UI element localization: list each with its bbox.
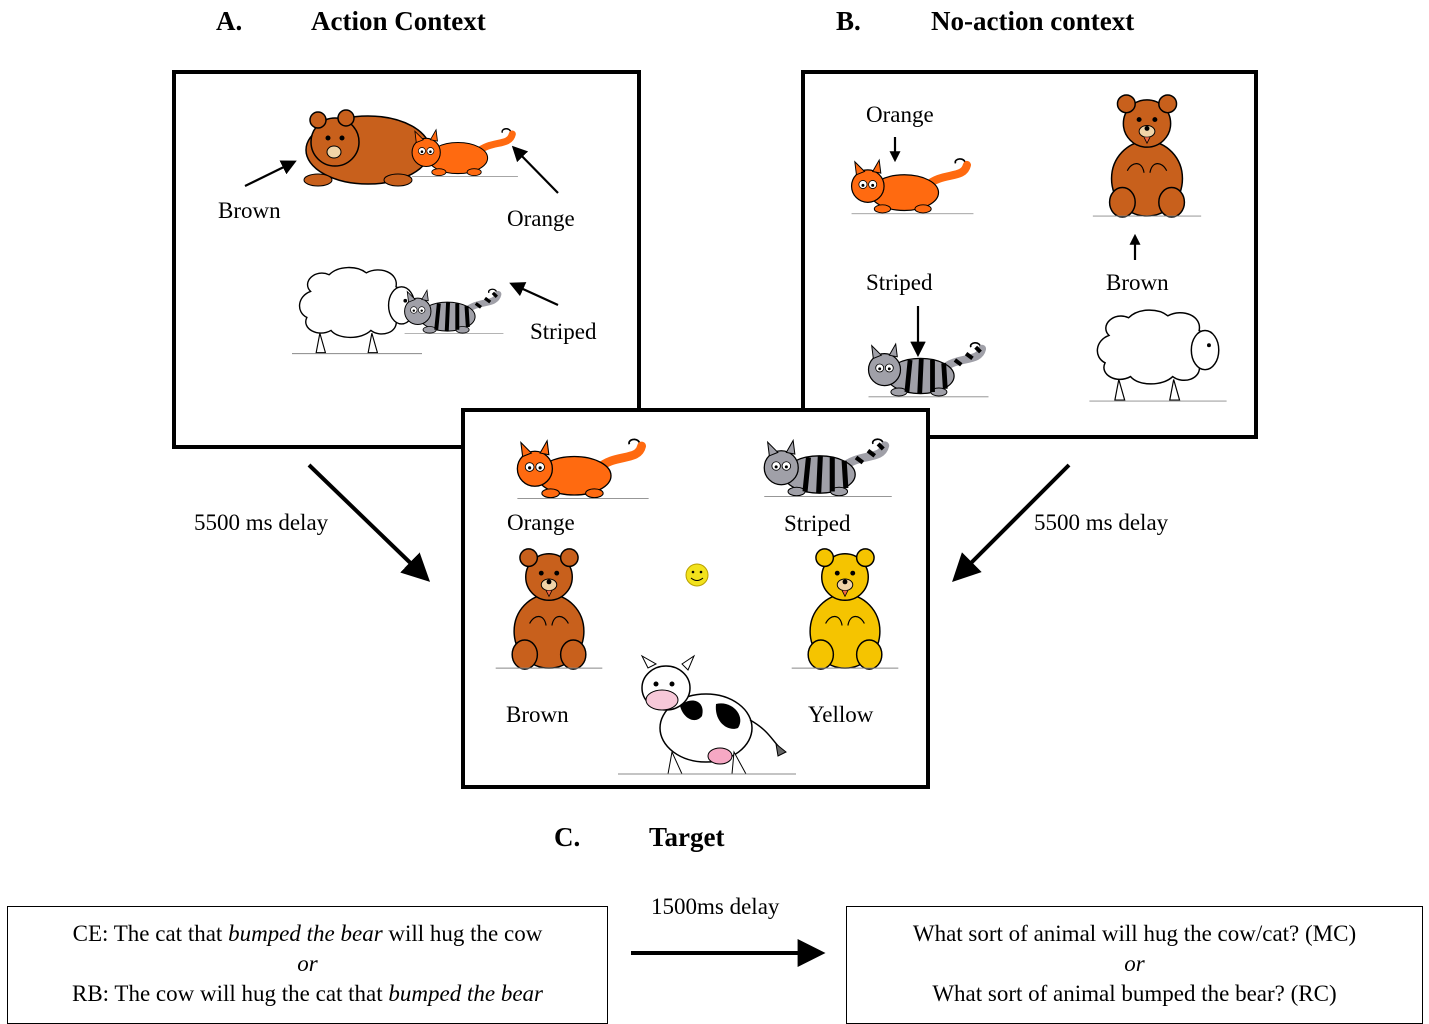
panel-b-sheep [1088,309,1228,402]
label-orange-a: Orange [507,206,575,231]
label-brown-c: Brown [506,702,569,727]
arrow-orange-a [511,145,559,194]
panel-c-letter: C. [554,822,581,852]
label-yellow-c: Yellow [808,702,874,727]
sentence-ce-italic: bumped the bear [228,921,383,946]
sentence-box: CE: The cat that bumped the bear will hu… [7,906,608,1024]
panel-c-orange-cat [517,439,648,498]
panel-c-header: C. Target [554,822,725,853]
label-orange-c: Orange [507,510,575,535]
delay-label-right: 5500 ms delay [1034,510,1169,535]
arrow-delay-right [952,463,1071,582]
question-mc: What sort of animal will hug the cow/cat… [912,921,1357,946]
panel-a-sheep-and-striped-cat [292,266,503,355]
label-striped-a: Striped [530,319,597,344]
panel-b-letter: B. [836,6,861,36]
question-or: or [847,949,1422,979]
panel-c-yellow-bear [790,547,900,671]
panel-a-bear-and-cat [303,109,518,187]
panel-c-cow [618,654,796,775]
label-brown-b: Brown [1106,270,1169,295]
delay-label-bottom: 1500ms delay [651,894,780,919]
label-striped-b: Striped [866,270,933,295]
sentence-rb-italic: bumped the bear [388,981,543,1006]
panel-a-action-context [172,70,641,449]
delay-label-left: 5500 ms delay [194,510,329,535]
sentence-ce: CE: The cat that bumped the bear will hu… [8,919,607,949]
panel-b-header: B. No-action context [836,6,1134,37]
smiley-icon [685,563,709,587]
sentence-rb-prefix: RB: The cow will hug the cat that [72,981,389,1006]
panel-b-orange-cat [852,159,974,214]
arrow-delay-left [307,463,431,582]
arrow-striped-a [509,282,559,307]
panel-c-brown-bear [494,547,604,671]
panel-a-title: Action Context [311,6,486,36]
sentence-or-text: or [297,951,318,976]
panel-a-letter: A. [216,6,243,36]
panel-b-brown-bear [1091,93,1203,219]
panel-b-striped-cat [869,343,989,397]
question-or-text: or [1124,951,1145,976]
panel-c-title: Target [649,822,725,852]
panel-b-title: No-action context [931,6,1135,36]
label-brown-a: Brown [218,198,281,223]
arrow-brown-a [244,160,297,187]
question-box: What sort of animal will hug the cow/cat… [846,906,1423,1024]
label-striped-c: Striped [784,511,851,536]
panel-c-striped-cat [764,439,892,496]
question-rc: What sort of animal bumped the bear? (RC… [932,981,1337,1006]
panel-a-header: A. Action Context [216,6,486,37]
sentence-ce-prefix: CE: The cat that [72,921,229,946]
sentence-rb: RB: The cow will hug the cat that bumped… [8,979,607,1009]
sentence-or: or [8,949,607,979]
label-orange-b: Orange [866,102,934,127]
sentence-ce-suffix: will hug the cow [382,921,543,946]
